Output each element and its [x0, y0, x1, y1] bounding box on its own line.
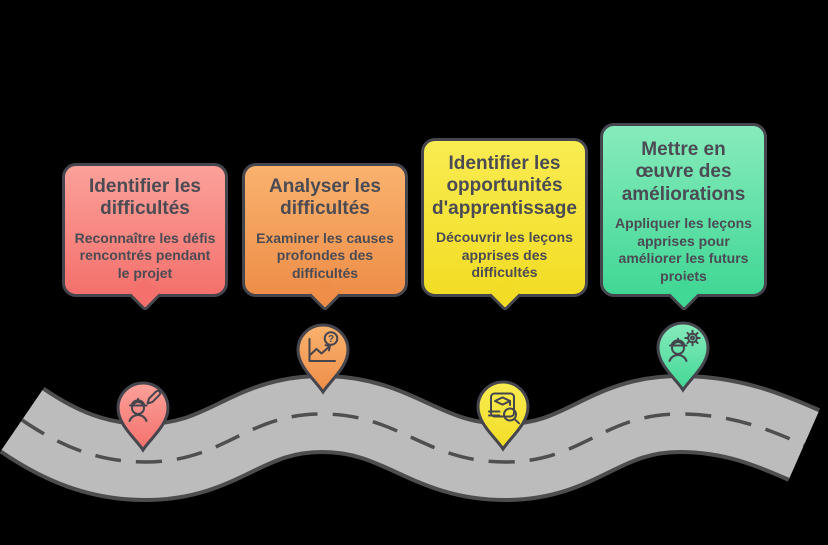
milestone-pin-1 [116, 381, 170, 452]
milestone-description: Examiner les causes profondes des diffic… [256, 229, 394, 282]
milestone-pin-3 [476, 380, 530, 451]
milestone-card-1: Identifier les difficultés Reconnaître l… [62, 163, 228, 312]
milestone-card-4: Mettre en œuvre des améliorations Appliq… [600, 123, 767, 312]
milestone-title: Mettre en œuvre des améliorations [621, 139, 746, 205]
milestone-title: Analyser les difficultés [269, 176, 381, 220]
milestone-card-3: Identifier les opportunités d'apprentiss… [421, 138, 588, 312]
learning-search-icon [488, 392, 520, 425]
milestone-description: Appliquer les leçons apprises pour améli… [615, 215, 752, 285]
chart-question-icon: ? [308, 331, 339, 362]
milestone-card-2: Analyser les difficultés Examiner les ca… [242, 163, 408, 312]
engineer-pencil-icon [128, 389, 162, 422]
engineer-gear-icon [668, 329, 701, 362]
milestone-title: Identifier les opportunités d'apprentiss… [432, 153, 577, 219]
milestone-description: Découvrir les leçons apprises des diffic… [436, 229, 573, 281]
milestone-description: Reconnaître les défis rencontrés pendant… [74, 229, 216, 282]
milestone-pin-2: ? [296, 323, 350, 394]
milestone-pin-4 [656, 321, 710, 392]
question-mark-glyph: ? [328, 334, 334, 345]
milestone-title: Identifier les difficultés [89, 176, 201, 220]
